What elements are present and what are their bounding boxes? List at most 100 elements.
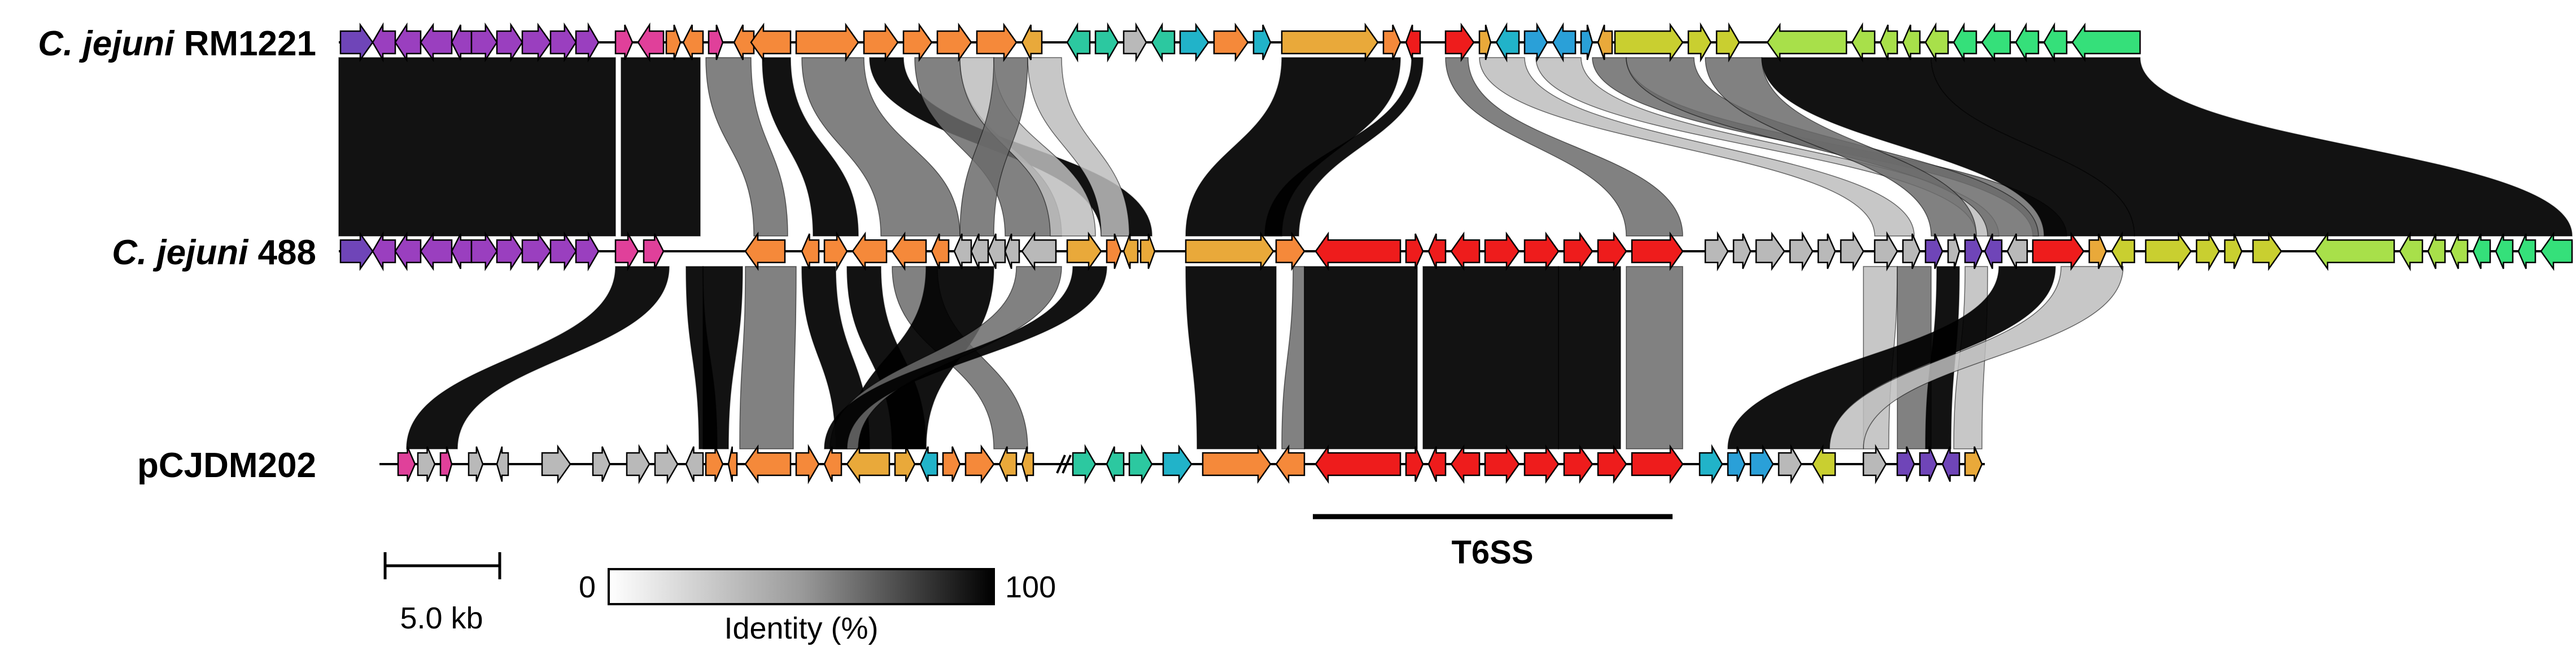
gene-arrow: [1699, 444, 1723, 484]
gene-arrow: [1151, 22, 1176, 63]
gene-arrow: [1478, 24, 1492, 60]
gene-arrow: [1139, 233, 1156, 269]
gene-arrow: [1315, 444, 1401, 484]
gene-arrow: [339, 23, 374, 62]
gene-arrow: [521, 23, 552, 62]
track-label-488: C. jejuni 488: [112, 233, 316, 272]
gene-arrow: [1315, 231, 1401, 271]
identity-gradient-bar: [608, 568, 995, 605]
gene-arrow: [665, 24, 682, 60]
identity-min-label: 0: [579, 570, 596, 604]
gene-arrow: [936, 23, 972, 62]
gene-arrow: [2427, 233, 2446, 269]
similarity-link: [1304, 266, 1418, 449]
gene-arrow: [2224, 233, 2243, 269]
gene-arrow: [451, 233, 473, 269]
gene-arrow: [987, 233, 1006, 269]
gene-arrow: [1687, 22, 1712, 63]
gene-arrow: [575, 231, 600, 272]
gene-arrow: [1924, 233, 1944, 269]
gene-arrow: [1123, 233, 1139, 269]
gene-arrow: [1964, 446, 1983, 482]
gene-arrow: [942, 446, 961, 482]
gene-arrow: [372, 231, 396, 272]
gene-arrow: [1021, 231, 1057, 271]
gene-arrow: [1749, 444, 1774, 484]
similarity-link: [338, 57, 616, 237]
gene-arrow: [1179, 23, 1210, 62]
gene-arrow: [654, 444, 679, 484]
gene-arrow: [1919, 446, 1938, 482]
gene-arrow: [1851, 22, 1876, 63]
identity-max-label: 100: [1005, 570, 1056, 604]
gene-arrow: [1123, 22, 1147, 63]
gene-arrow: [1924, 22, 1949, 63]
gene-arrow: [1185, 231, 1274, 271]
similarity-link: [1185, 266, 1277, 449]
gene-arrow: [2399, 231, 2424, 272]
gene-arrow: [1597, 231, 1627, 271]
gene-arrow: [1004, 233, 1020, 269]
similarity-link: [1705, 57, 1977, 237]
gene-arrow: [496, 231, 523, 272]
gene-arrow: [394, 22, 422, 63]
gene-arrow: [894, 446, 916, 482]
gene-arrow: [964, 444, 995, 484]
gene-arrow: [575, 22, 600, 63]
gene-arrow: [1484, 231, 1520, 271]
gene-arrow: [1789, 231, 1814, 272]
gene-arrow: [998, 446, 1018, 482]
gene-arrow: [549, 231, 577, 272]
similarity-link: [739, 266, 797, 449]
gene-arrow: [1580, 24, 1593, 60]
gene-arrow: [2314, 231, 2395, 271]
gene-arrow: [626, 444, 650, 484]
gene-arrow: [643, 233, 665, 269]
gene-arrow: [1563, 444, 1593, 484]
gene-arrow: [708, 24, 724, 60]
similarity-link: [621, 57, 701, 237]
similarity-link: [1445, 57, 1683, 237]
gene-arrow: [1840, 231, 1865, 272]
gene-arrow: [2495, 233, 2514, 269]
similarity-link: [824, 266, 1107, 449]
gene-arrow: [1715, 22, 1740, 63]
track-label-rm1221: C. jejuni RM1221: [38, 24, 316, 63]
gene-arrow: [902, 23, 933, 62]
gene-arrow: [1981, 23, 2011, 62]
gene-arrow: [823, 446, 842, 482]
gene-arrow: [2517, 233, 2536, 269]
gene-arrow: [1021, 446, 1034, 482]
gene-arrow: [1902, 233, 1921, 269]
t6ss-region: T6SS: [1313, 514, 1673, 571]
gene-arrow: [1128, 444, 1153, 484]
gene-arrow: [2472, 233, 2491, 269]
similarity-link: [1829, 266, 2124, 449]
gene-arrow: [470, 231, 498, 272]
gene-arrow: [2043, 22, 2068, 63]
gene-arrow: [417, 446, 436, 482]
gene-arrow: [2032, 231, 2085, 271]
gene-arrow: [2252, 231, 2282, 271]
similarity-link: [762, 57, 859, 237]
gene-arrow: [1902, 24, 1921, 60]
gene-arrow: [1275, 231, 1306, 271]
gene-arrow: [1066, 22, 1091, 63]
gene-arrow: [496, 446, 509, 482]
gene-arrow: [1631, 444, 1684, 484]
track-labels: C. jejuni RM1221 C. jejuni 488 pCJDM202: [38, 24, 316, 485]
gene-arrow: [1450, 444, 1481, 484]
gene-arrow: [931, 233, 950, 269]
gene-arrow: [1597, 444, 1627, 484]
gene-arrow: [339, 231, 374, 271]
gene-arrow: [744, 231, 786, 271]
gene-arrow: [750, 23, 792, 62]
gene-arrow: [970, 233, 989, 269]
gene-arrow: [1427, 446, 1447, 482]
gene-arrow: [795, 23, 859, 62]
gene-arrow: [1862, 444, 1887, 484]
gene-arrow: [2195, 231, 2220, 272]
gene-arrow: [1614, 23, 1684, 62]
gene-arrow: [1405, 24, 1421, 60]
